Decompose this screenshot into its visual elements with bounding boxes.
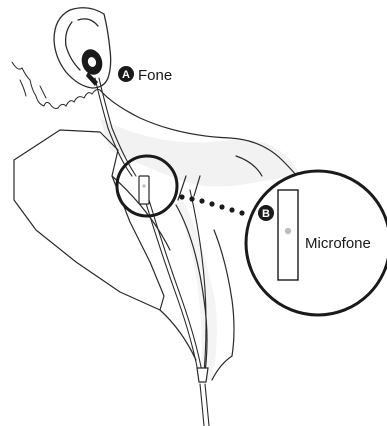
microphone-detail-hole <box>285 228 291 234</box>
badge-b-letter: B <box>262 208 270 220</box>
cable-splitter <box>197 368 208 382</box>
microphone-detail-body <box>278 190 298 280</box>
badge-a-letter: A <box>122 69 130 81</box>
microphone-inline-control <box>139 176 149 204</box>
headphone-label: Fone <box>138 67 172 84</box>
microphone-label: Microfone <box>305 235 371 252</box>
ear <box>54 8 111 88</box>
zoom-connector-dots <box>179 194 244 215</box>
callout-headphone: A Fone <box>118 66 172 84</box>
earphone-bud <box>78 47 105 86</box>
